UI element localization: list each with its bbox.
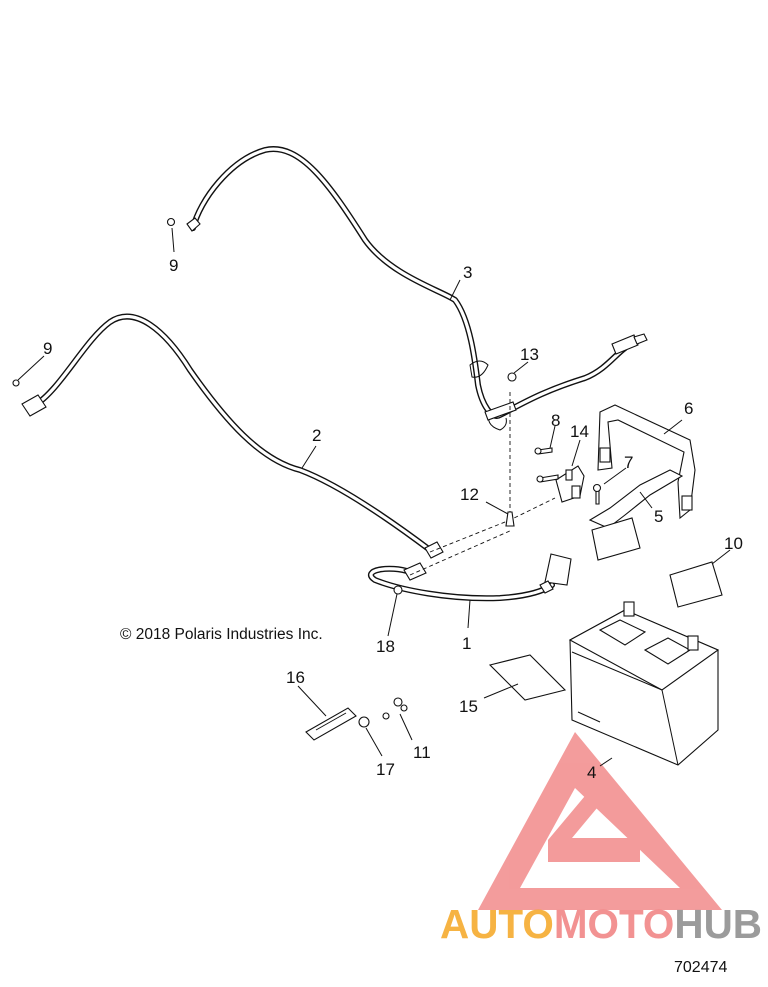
bolt-7 (592, 483, 602, 505)
callout-6: 6 (684, 399, 693, 418)
cable-2 (21, 313, 444, 559)
nut-13 (507, 372, 517, 382)
watermark-triangle-icon (478, 732, 722, 910)
svg-text:AUTOMOTOHUB: AUTOMOTOHUB (440, 901, 762, 947)
bolt-14b (536, 474, 559, 483)
cable-1 (368, 553, 572, 602)
washer-17 (358, 716, 370, 728)
fuse-holder-16 (305, 707, 357, 741)
callout-2: 2 (312, 426, 321, 445)
stud-12 (505, 511, 515, 527)
nut-9-left (12, 379, 20, 387)
copyright-notice: © 2018 Polaris Industries Inc. (120, 626, 323, 643)
callout-5: 5 (654, 507, 663, 526)
callout-13: 13 (520, 345, 539, 364)
leader-lines (17, 227, 731, 767)
callout-8: 8 (551, 411, 560, 430)
watermark-wordmark: AUTOMOTOHUB (440, 901, 762, 947)
nut-11 (382, 697, 408, 720)
callout-7: 7 (624, 453, 633, 472)
cable-3 (186, 146, 648, 431)
document-number: 702474 (674, 959, 727, 976)
watermark-inner-mark-icon (548, 778, 640, 862)
callout-18: 18 (376, 637, 395, 656)
watermark-logo (478, 732, 722, 910)
callout-9-left: 9 (43, 339, 52, 358)
callouts: 1 2 3 4 5 6 7 8 9 9 10 11 12 13 14 15 16… (43, 256, 743, 782)
watermark-word-auto: AUTO (440, 901, 554, 947)
callout-12: 12 (460, 485, 479, 504)
callout-10: 10 (724, 534, 743, 553)
callout-17: 17 (376, 760, 395, 779)
bracket-5 (588, 469, 684, 529)
callout-16: 16 (286, 668, 305, 687)
pad-bracket (591, 517, 641, 561)
callout-11: 11 (413, 743, 431, 762)
callout-9-upper: 9 (169, 256, 178, 275)
callout-15: 15 (459, 697, 478, 716)
strap-6 (597, 404, 696, 520)
relay-14 (555, 465, 585, 503)
bolt-8 (534, 447, 553, 455)
callout-14: 14 (570, 422, 589, 441)
battery-4 (568, 601, 720, 766)
pad-10 (669, 561, 723, 608)
nut-9-upper (166, 217, 176, 227)
callout-4: 4 (587, 763, 596, 782)
callout-3: 3 (463, 263, 472, 282)
watermark-word-moto: MOTO (554, 901, 675, 947)
label-15 (488, 654, 567, 701)
nut-18 (393, 585, 403, 595)
callout-1: 1 (462, 634, 471, 653)
watermark-word-hub: HUB (674, 901, 762, 947)
